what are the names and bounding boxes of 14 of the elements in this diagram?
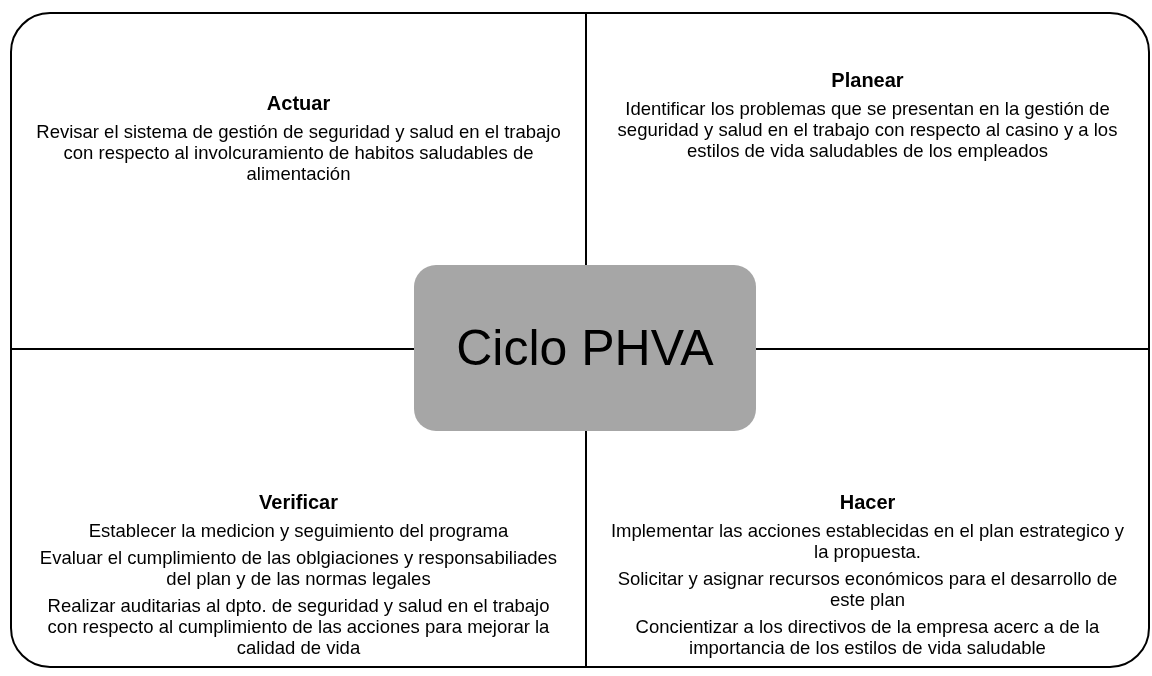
center-title: Ciclo PHVA — [456, 319, 714, 377]
quadrant-heading: Verificar — [259, 491, 338, 514]
quadrant-text: Identificar los problemas que se presentan en la gestión de seguridad y salud en el trabajo con respecto al casino y a los estilos de vida saludables de los empleados — [616, 98, 1119, 161]
center-box — [414, 265, 756, 431]
quadrant-heading: Planear — [831, 69, 904, 92]
quadrant-text: Establecer la medicion y seguimiento del programa — [88, 520, 509, 541]
quadrant-text: Concientizar a los directivos de la empresa acerc a de la importancia de los estilos de vida saludable — [634, 616, 1101, 658]
quadrant-heading: Actuar — [266, 92, 331, 115]
quadrant-heading: Hacer — [839, 491, 896, 514]
quadrant-text: Revisar el sistema de gestión de seguridad y salud en el trabajo con respecto al involcuramiento de habitos saludables de alimentación — [35, 121, 562, 184]
quadrant-text: Solicitar y asignar recursos económicos para el desarrollo de este plan — [616, 568, 1119, 610]
quadrant-text: Realizar auditarias al dpto. de seguridad y salud en el trabajo con respecto al cumplimiento de las acciones para mejorar la calidad de vida — [46, 595, 551, 658]
quadrant-text: Evaluar el cumplimiento de las oblgiaciones y responsabiliades del plan y de las normas legales — [38, 547, 559, 589]
quadrant-text: Implementar las acciones establecidas en el plan estrategico y la propuesta. — [609, 520, 1126, 562]
